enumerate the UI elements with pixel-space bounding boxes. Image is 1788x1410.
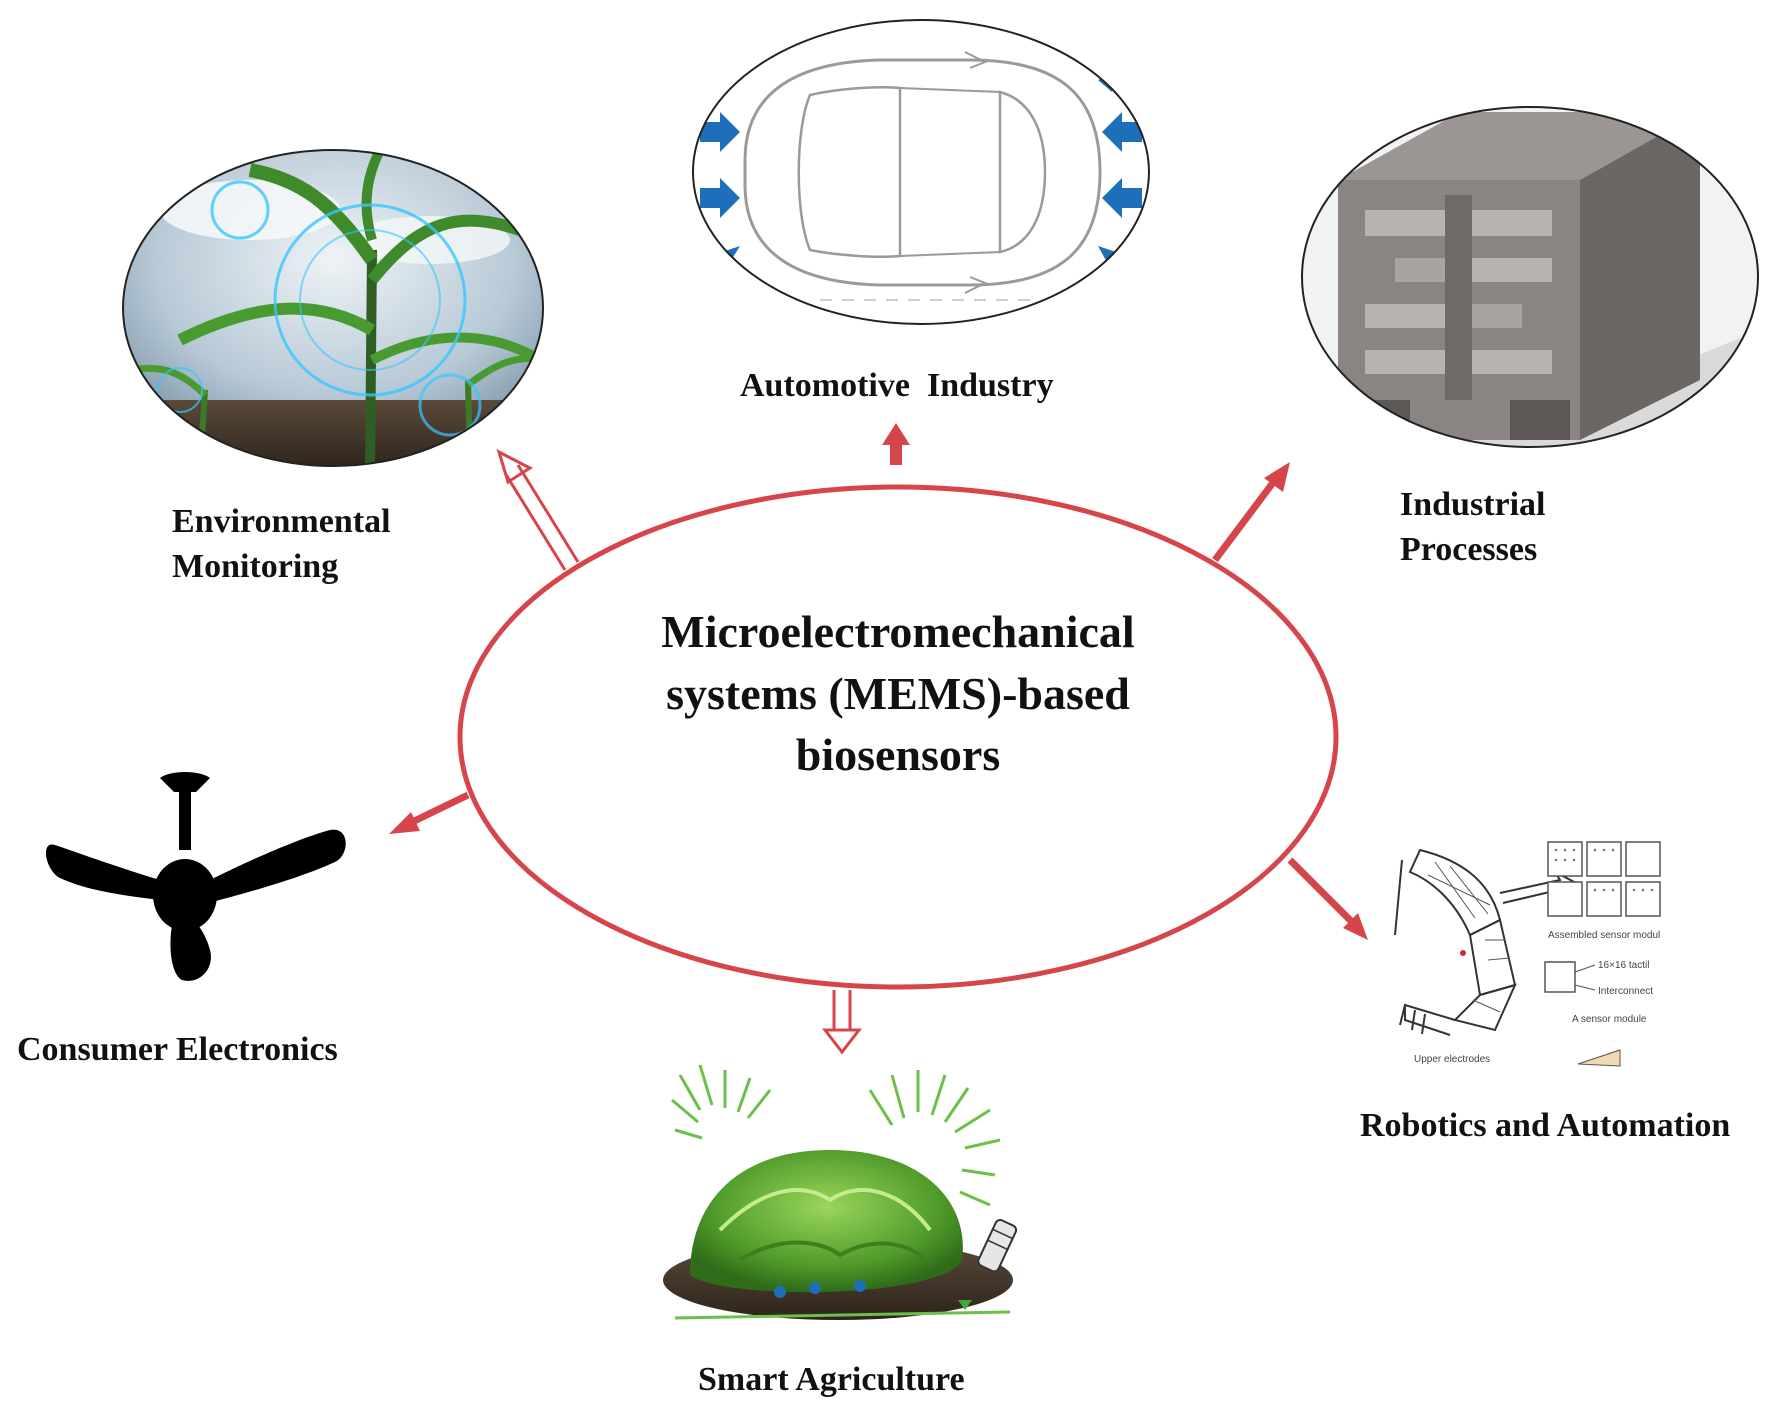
- environmental-label-line-1: Environmental: [172, 503, 391, 540]
- mems-comb-structure-icon: [1301, 106, 1759, 448]
- automotive-label: Automotive Industry: [740, 367, 1054, 404]
- center-title-line-2: systems (MEMS)-based: [666, 668, 1130, 719]
- environmental-label-line-2: Monitoring: [172, 548, 338, 585]
- arrow-to-automotive: [882, 423, 910, 465]
- tactile-sensor-hand-icon: Assembled sensor modul 16×16 tactil Inte…: [1390, 830, 1670, 1070]
- corn-plant-sensor-icon: [122, 149, 544, 467]
- industrial-processes: Industrial Processes: [1301, 106, 1759, 568]
- arrows: [389, 423, 1368, 1055]
- consumer-label: Consumer Electronics: [17, 1031, 338, 1068]
- arrow-to-industrial: [1212, 462, 1290, 563]
- lettuce-soil-sensor-icon: [663, 1064, 1018, 1320]
- arrow-to-consumer: [389, 791, 470, 834]
- inset-label-upper-electrodes: Upper electrodes: [1414, 1054, 1490, 1065]
- arrow-to-environmental: [496, 449, 580, 571]
- consumer-electronics: Consumer Electronics: [17, 772, 346, 1068]
- industrial-label-line-2: Processes: [1400, 531, 1537, 568]
- center-title-line-3: biosensors: [796, 729, 1000, 780]
- industrial-label-line-1: Industrial: [1400, 486, 1546, 523]
- robotics-automation: Assembled sensor modul 16×16 tactil Inte…: [1360, 830, 1730, 1144]
- inset-label-sensor-module: A sensor module: [1572, 1014, 1647, 1025]
- inset-label-interconnect: Interconnect: [1598, 986, 1653, 997]
- automotive-industry: Automotive Industry: [692, 19, 1150, 404]
- robotics-label: Robotics and Automation: [1360, 1107, 1730, 1144]
- agriculture-label: Smart Agriculture: [698, 1361, 965, 1398]
- arrow-to-robotics: [1287, 857, 1368, 940]
- smart-agriculture: Smart Agriculture: [663, 1064, 1018, 1398]
- center-ellipse: [457, 484, 1339, 990]
- center-node: Microelectromechanical systems (MEMS)-ba…: [457, 484, 1339, 990]
- arrow-to-agriculture: [821, 990, 863, 1055]
- inset-label-assembled: Assembled sensor modul: [1548, 930, 1660, 941]
- ceiling-fan-icon: [45, 772, 346, 981]
- environmental-monitoring: Environmental Monitoring: [122, 149, 544, 585]
- inset-label-tactile: 16×16 tactil: [1598, 960, 1649, 971]
- car-top-view-icon: [692, 19, 1150, 325]
- center-title-line-1: Microelectromechanical: [661, 606, 1134, 657]
